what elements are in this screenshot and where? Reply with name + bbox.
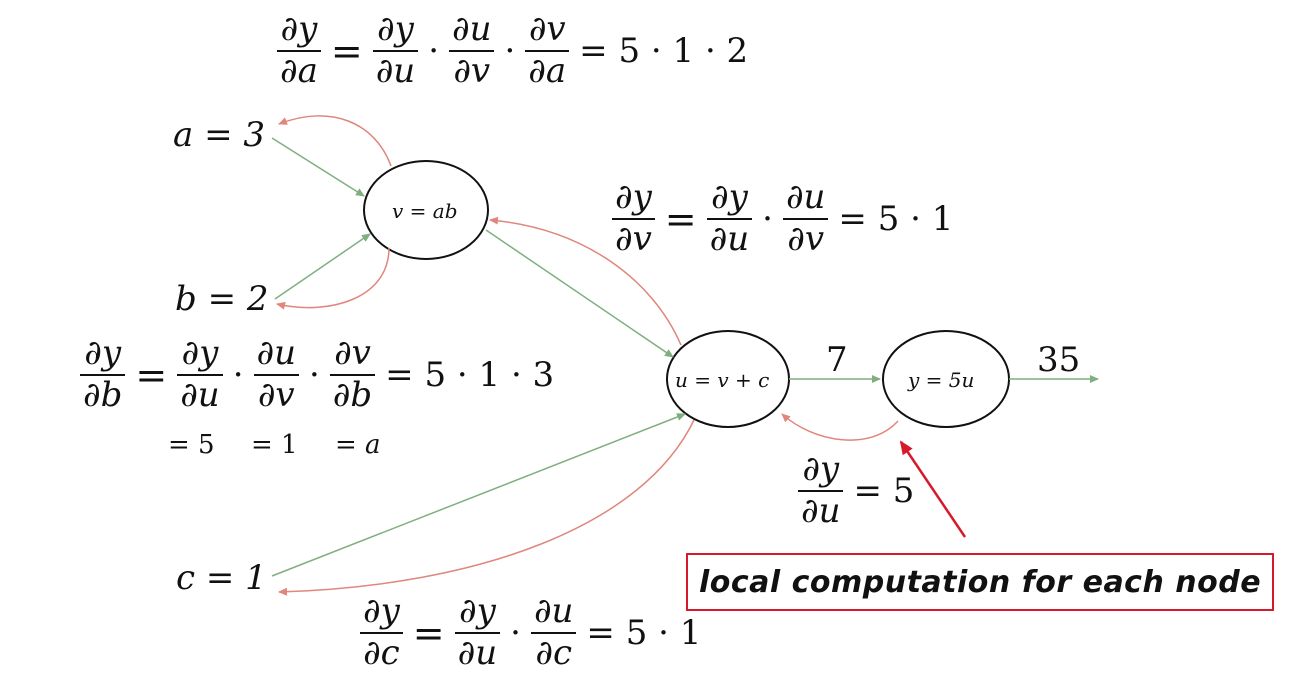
edge-a-to-v <box>271 137 365 197</box>
frac-den: ∂u <box>457 632 498 673</box>
frac-den: ∂a <box>528 50 567 91</box>
equation-dy-dc: ∂y∂c=∂y∂u·∂u∂c= 5 · 1 <box>360 593 711 673</box>
grad-u-to-v <box>489 216 682 346</box>
frac-num: ∂v <box>329 335 376 376</box>
frac-den: ∂v <box>787 218 825 259</box>
grad-v-to-b <box>276 247 390 310</box>
frac-den: ∂c <box>535 632 572 673</box>
grad-u-to-c <box>278 419 695 596</box>
equation-result: = 5 · 1 <box>838 198 954 239</box>
frac-num: ∂y <box>454 593 501 634</box>
frac-num: ∂y <box>706 179 753 220</box>
equation-result: = 5 · 1 <box>586 612 702 653</box>
frac-den: ∂c <box>363 632 400 673</box>
equation-dy-db: ∂y∂b=∂y∂u·∂u∂v·∂v∂b= 5 · 1 · 3 <box>80 335 564 415</box>
frac-num: ∂u <box>449 11 495 52</box>
equation-result: = 5 · 1 · 3 <box>385 354 555 395</box>
frac-den: ∂v <box>615 218 652 259</box>
node-v-circle <box>363 160 489 260</box>
frac-num: ∂y <box>277 11 321 52</box>
under-label-1: = 5 <box>168 430 215 460</box>
input-c: c = 1 <box>176 558 267 598</box>
node-y-label: y = 5u <box>908 368 975 392</box>
frac-num: ∂y <box>360 593 403 634</box>
edge-c-to-u <box>271 413 686 577</box>
frac-num: ∂y <box>798 451 844 492</box>
frac-num: ∂u <box>782 179 829 220</box>
frac-den: ∂v <box>257 374 295 415</box>
node-u-label: u = v + c <box>675 368 770 392</box>
equation-dy-du: ∂y∂u = 5 <box>798 451 924 531</box>
under-label-2: = 1 <box>251 430 298 460</box>
frac-den: ∂u <box>709 218 750 259</box>
frac-num: ∂y <box>80 335 126 376</box>
edge-v-to-u <box>485 229 674 358</box>
frac-num: ∂y <box>612 179 655 220</box>
frac-den: ∂b <box>332 374 373 415</box>
frac-den: ∂a <box>280 50 318 91</box>
frac-den: ∂b <box>83 374 123 415</box>
frac-num: ∂u <box>530 593 577 634</box>
value-y-output: 35 <box>1037 340 1081 380</box>
equation-result: = 5 · 1 · 2 <box>579 30 749 71</box>
node-v-label: v = ab <box>392 199 458 223</box>
edge-b-to-v <box>274 233 371 300</box>
frac-num: ∂y <box>372 11 419 52</box>
callout-text: local computation for each node <box>698 564 1262 600</box>
equation-dy-dv: ∂y∂v=∂y∂u·∂u∂v= 5 · 1 <box>612 179 963 259</box>
input-a: a = 3 <box>173 115 266 155</box>
frac-den: ∂v <box>453 50 491 91</box>
frac-den: ∂u <box>180 374 220 415</box>
grad-v-to-a <box>278 115 392 167</box>
frac-den: ∂u <box>375 50 416 91</box>
under-label-3: = a <box>335 430 381 460</box>
input-b: b = 2 <box>175 279 269 319</box>
equation-result: = 5 <box>853 470 915 511</box>
frac-num: ∂v <box>525 11 570 52</box>
callout-arrow <box>899 440 967 538</box>
frac-num: ∂u <box>253 335 299 376</box>
frac-den: ∂u <box>801 490 841 531</box>
frac-num: ∂y <box>177 335 223 376</box>
value-u-output: 7 <box>826 340 848 380</box>
grad-y-to-u <box>781 413 899 441</box>
equation-dy-da: ∂y∂a=∂y∂u·∂u∂v·∂v∂a= 5 · 1 · 2 <box>277 11 758 91</box>
callout-box: local computation for each node <box>686 553 1274 611</box>
